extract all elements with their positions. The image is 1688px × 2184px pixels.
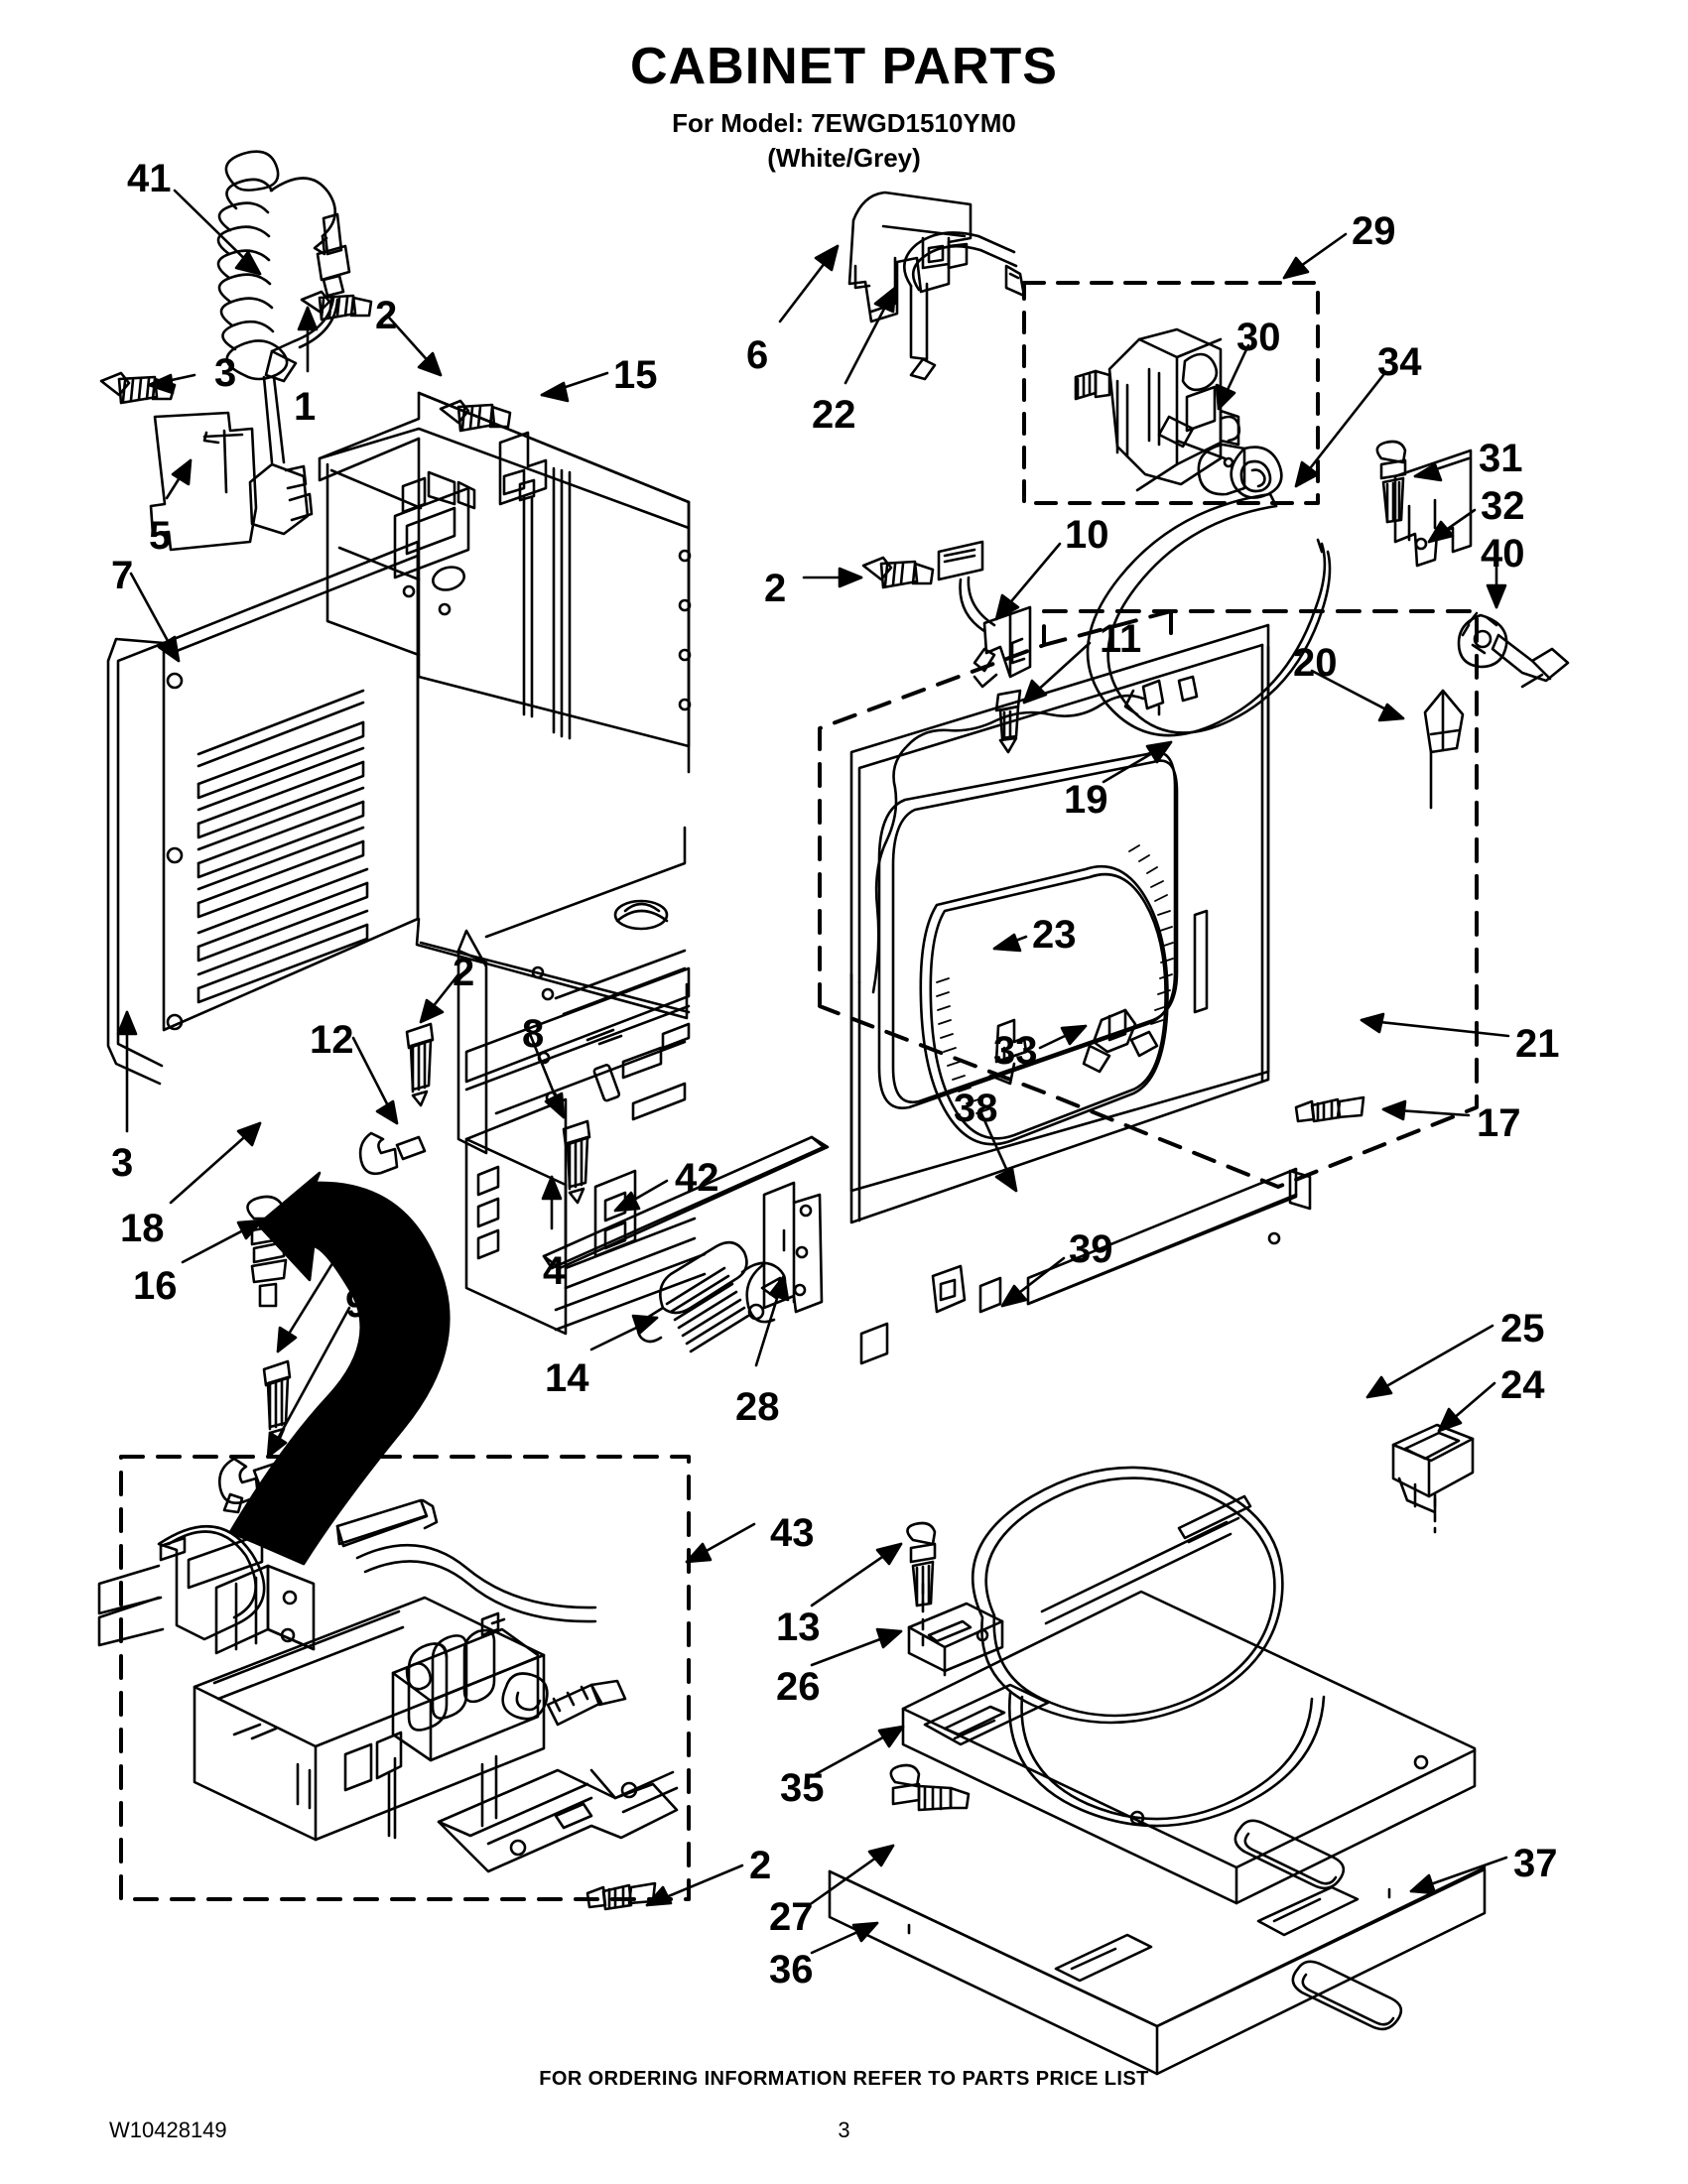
- callout-number-7: 7: [111, 554, 134, 597]
- callout-number-2: 2: [749, 1844, 772, 1887]
- callout-number-17: 17: [1477, 1101, 1521, 1145]
- callout-number-22: 22: [812, 393, 856, 437]
- callout-number-12: 12: [310, 1018, 354, 1062]
- thermal-fuse-part: [264, 212, 351, 383]
- callout-number-30: 30: [1236, 316, 1281, 359]
- callout-number-2: 2: [341, 1228, 364, 1272]
- cabinet-side-panel: [106, 540, 420, 1086]
- callout-number-15: 15: [613, 353, 658, 397]
- burner-assembly-part: [97, 1498, 679, 1873]
- footer-page-number: 3: [838, 2118, 850, 2142]
- callout-number-13: 13: [776, 1606, 821, 1649]
- drive-motor-part: [1074, 327, 1241, 492]
- flex-vent-hose: [228, 1171, 451, 1566]
- base-pan-part: [828, 1466, 1487, 2076]
- screw-part-13: [906, 1521, 937, 1607]
- callout-number-43: 43: [770, 1511, 815, 1555]
- callout-number-33: 33: [993, 1029, 1038, 1073]
- door-catch-part-23: [988, 1018, 1028, 1086]
- callout-number-8: 8: [522, 1012, 545, 1056]
- power-cord-part: [216, 150, 336, 536]
- callout-number-4: 4: [543, 1249, 566, 1293]
- callout-number-27: 27: [769, 1895, 814, 1939]
- callout-number-3: 3: [214, 351, 237, 395]
- screw-part-17: [1294, 1095, 1365, 1123]
- motor-group-dashed-box: [1022, 281, 1320, 505]
- screw-part-8: [562, 1119, 591, 1205]
- callout-number-18: 18: [120, 1207, 165, 1250]
- callout-number-41: 41: [127, 157, 172, 200]
- knob-part-40: [1457, 611, 1570, 689]
- callout-number-39: 39: [1069, 1227, 1113, 1271]
- callout-number-40: 40: [1481, 532, 1525, 576]
- drive-belt-part: [1086, 492, 1332, 737]
- callout-number-42: 42: [675, 1156, 719, 1200]
- screw-part-2-bottom: [585, 1881, 657, 1911]
- page-title: CABINET PARTS: [630, 38, 1058, 95]
- bracket-part-15: [498, 431, 548, 506]
- screw-part-top: [300, 290, 373, 321]
- bracket-part-5: [149, 411, 258, 552]
- callout-number-3: 3: [111, 1141, 134, 1185]
- callout-number-14: 14: [545, 1356, 589, 1400]
- callout-number-37: 37: [1513, 1842, 1558, 1885]
- callout-number-16: 16: [133, 1264, 178, 1308]
- callout-number-35: 35: [780, 1766, 825, 1810]
- cabinet-frame: [318, 391, 830, 1336]
- screw-part-2-top: [861, 556, 935, 589]
- callout-number-19: 19: [1064, 778, 1108, 822]
- screw-part-31: [1375, 440, 1407, 524]
- burner-group-dashed-box: [119, 1455, 691, 1901]
- callout-number-6: 6: [746, 333, 769, 377]
- color-variant: (White/Grey): [767, 142, 921, 173]
- callout-number-29: 29: [1352, 209, 1396, 253]
- push-pin-part-20: [1423, 689, 1465, 810]
- tension-spring-part: [636, 1240, 787, 1353]
- callout-number-28: 28: [735, 1385, 780, 1429]
- base-rail-part-39: [978, 1167, 1312, 1314]
- callout-number-31: 31: [1479, 437, 1523, 480]
- clip-part-12: [358, 1131, 427, 1176]
- callout-number-2: 2: [453, 951, 475, 994]
- door-switch-part: [937, 540, 1032, 689]
- door-strike-part-33: [1082, 1008, 1159, 1074]
- door-group-dashed-outline: [818, 609, 1479, 1189]
- callout-number-11: 11: [1100, 617, 1142, 661]
- footer-document-code: W10428149: [109, 2118, 227, 2142]
- foot-plug-part-24: [1391, 1423, 1475, 1534]
- footer-note: FOR ORDERING INFORMATION REFER TO PARTS …: [539, 2068, 1149, 2090]
- callout-number-26: 26: [776, 1665, 821, 1709]
- callout-number-5: 5: [149, 514, 172, 558]
- screw-part-15: [439, 399, 512, 433]
- screw-part-9: [262, 1359, 292, 1445]
- callout-number-25: 25: [1500, 1307, 1545, 1350]
- callout-number-1: 1: [294, 385, 317, 429]
- callout-number-23: 23: [1032, 913, 1077, 957]
- callout-number-2: 2: [375, 294, 398, 337]
- callout-number-9: 9: [345, 1282, 368, 1326]
- callout-number-24: 24: [1500, 1363, 1545, 1407]
- callout-number-32: 32: [1481, 484, 1525, 528]
- callout-number-36: 36: [769, 1948, 814, 1991]
- screw-part-12: [405, 1022, 435, 1107]
- front-panel-part: [849, 623, 1270, 1365]
- callout-number-10: 10: [1065, 513, 1109, 557]
- callout-number-21: 21: [1515, 1022, 1560, 1066]
- callout-number-2: 2: [764, 567, 787, 610]
- callout-number-34: 34: [1377, 340, 1422, 384]
- page-header: CABINET PARTS For Model: 7EWGD1510YM0 (W…: [0, 40, 1688, 176]
- screw-part-35: [889, 1763, 971, 1812]
- bracket-part-6: [847, 191, 973, 323]
- callout-number-38: 38: [954, 1087, 998, 1130]
- model-line: For Model: 7EWGD1510YM0: [672, 107, 1016, 138]
- motor-pulley-part: [1197, 443, 1283, 499]
- callout-number-20: 20: [1293, 641, 1338, 685]
